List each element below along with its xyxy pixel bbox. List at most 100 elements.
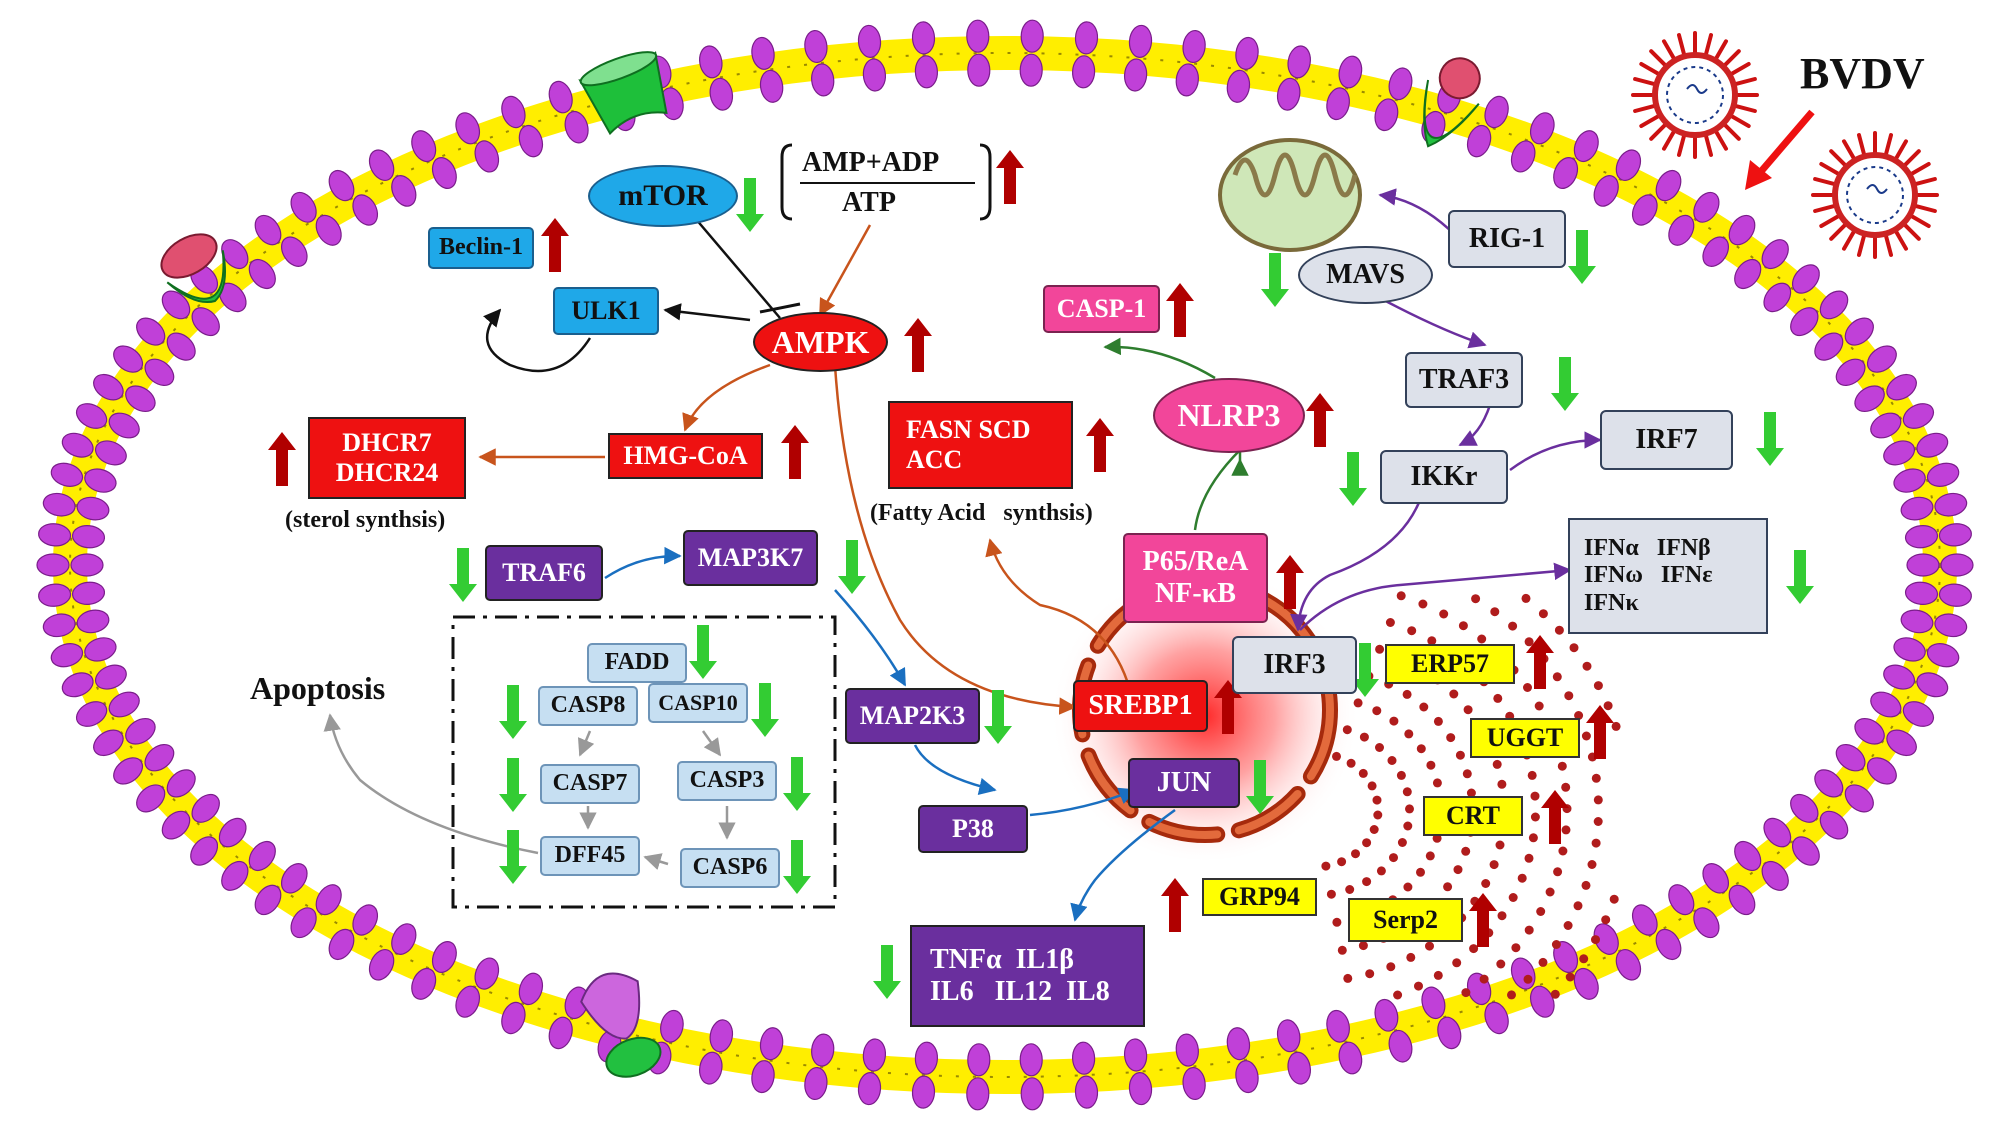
casp7-node: CASP7 <box>540 764 640 804</box>
lipid-head <box>1484 95 1509 129</box>
lipid-head <box>84 637 117 662</box>
lipid-head <box>1276 77 1301 111</box>
receptor-protein-icon <box>580 972 662 1078</box>
lipid-head <box>751 36 775 70</box>
er-dot <box>1497 779 1507 789</box>
er-dot <box>1565 972 1575 982</box>
er-dot <box>1402 787 1412 797</box>
virus-spike <box>1639 62 1663 77</box>
lipid-head <box>1835 358 1866 387</box>
er-dot <box>1538 609 1548 619</box>
lipid-head <box>1870 691 1902 718</box>
er-dot <box>1495 840 1505 850</box>
virus-spike <box>1901 221 1921 241</box>
virus-spike <box>1721 121 1741 141</box>
lipid-head <box>161 290 191 320</box>
lipid-head <box>1593 175 1619 207</box>
lipid-head <box>431 941 457 973</box>
down-arrow-icon <box>1351 643 1379 697</box>
er-dot <box>1389 716 1399 726</box>
lipid-head <box>967 1043 991 1077</box>
lipid-head <box>1615 149 1642 181</box>
mitochondrion-icon <box>1218 138 1362 252</box>
dhcr-node: DHCR7 DHCR24 <box>308 417 466 499</box>
map3k7-node: MAP3K7 <box>683 530 818 586</box>
er-dot <box>1477 634 1487 644</box>
er-dot <box>1419 702 1429 712</box>
down-arrow-icon <box>751 683 779 737</box>
lipid-head <box>967 53 991 87</box>
er-dot <box>1523 683 1532 692</box>
lipid-head <box>221 239 249 270</box>
lipid-head <box>1693 907 1720 939</box>
lipid-head <box>1226 69 1251 103</box>
lipid-head <box>1761 239 1789 270</box>
lipid-head <box>518 124 544 158</box>
er-dot <box>1369 825 1379 834</box>
er-dot <box>1358 768 1368 778</box>
lipid-head <box>1123 58 1148 92</box>
down-arrow-icon <box>783 840 811 894</box>
down-arrow-icon <box>689 625 717 679</box>
lipid-head <box>411 130 437 163</box>
lipid-head <box>93 373 124 401</box>
dff45-node: DFF45 <box>540 836 640 876</box>
virus-entry-arrow <box>1755 109 1815 178</box>
lipid-head <box>352 904 379 936</box>
virus-spike <box>1907 213 1931 228</box>
virus-spike <box>1713 39 1728 63</box>
lipid-head <box>1019 1043 1043 1077</box>
lipid-head <box>1071 55 1096 89</box>
er-dot <box>1365 969 1375 979</box>
receptor-protein-icon <box>1423 57 1481 148</box>
down-arrow-icon <box>873 945 901 999</box>
er-dot <box>1609 894 1619 904</box>
sterol-synthesis-label: (sterol synthsis) <box>285 507 446 533</box>
er-dot <box>1564 691 1574 701</box>
lipid-head <box>411 967 437 1000</box>
er-dot <box>1528 833 1538 843</box>
er-dot <box>1551 940 1561 949</box>
lipid-head <box>660 1009 684 1043</box>
er-dot <box>1490 607 1500 617</box>
er-dot <box>1393 990 1403 1000</box>
lipid-head <box>966 1077 990 1111</box>
lipid-head <box>1529 112 1555 145</box>
er-dot <box>1557 761 1567 771</box>
lipid-head <box>1763 817 1792 848</box>
lipid-head <box>804 29 828 64</box>
lipid-head <box>248 258 276 290</box>
er-dot <box>1593 817 1603 826</box>
crt-node: CRT <box>1423 796 1523 836</box>
virus-spike <box>1911 177 1937 187</box>
lipid-head <box>191 307 220 337</box>
lipid-head <box>1904 581 1939 605</box>
lipid-head <box>1866 757 1897 785</box>
map2k3-node: MAP2K3 <box>845 688 980 744</box>
er-dot <box>1326 889 1336 899</box>
lipid-head <box>1934 492 1968 517</box>
er-dot <box>1337 945 1347 955</box>
up-arrow-icon <box>1541 790 1569 844</box>
lipid-head <box>1326 1009 1350 1043</box>
lipid-head <box>1374 998 1399 1032</box>
lipid-head <box>61 672 94 698</box>
er-dot <box>1493 693 1503 703</box>
virus-spike <box>1911 203 1937 213</box>
amp-adp-label: AMP+ADP <box>802 147 940 178</box>
er-dot <box>1433 716 1443 726</box>
virus-spike <box>1727 62 1751 77</box>
er-dot <box>1407 626 1417 636</box>
nlrp3-node: NLRP3 <box>1153 378 1305 453</box>
lipid-head <box>1338 55 1363 89</box>
lipid-head <box>144 743 175 772</box>
lipid-head <box>699 1051 723 1085</box>
lipid-head <box>75 403 108 429</box>
lipid-head <box>1734 840 1762 872</box>
lipid-head <box>759 69 784 103</box>
irf3-node: IRF3 <box>1232 636 1357 694</box>
grp94-node: GRP94 <box>1202 878 1317 916</box>
er-dot <box>1461 988 1471 998</box>
er-dot <box>1433 970 1443 980</box>
